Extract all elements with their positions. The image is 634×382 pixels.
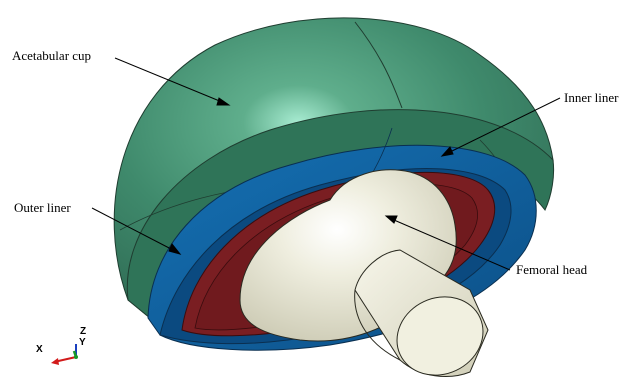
label-acetabular-cup: Acetabular cup [12,48,91,64]
coordinate-triad [51,344,78,365]
triad-label-z: Z [80,326,86,337]
label-inner-liner: Inner liner [564,90,619,106]
triad-label-x: X [36,344,43,355]
triad-label-y: Y [79,337,86,348]
label-outer-liner: Outer liner [14,200,71,216]
label-femoral-head: Femoral head [516,262,587,278]
x-axis-arrowhead [51,358,59,365]
triad-origin [74,355,78,359]
